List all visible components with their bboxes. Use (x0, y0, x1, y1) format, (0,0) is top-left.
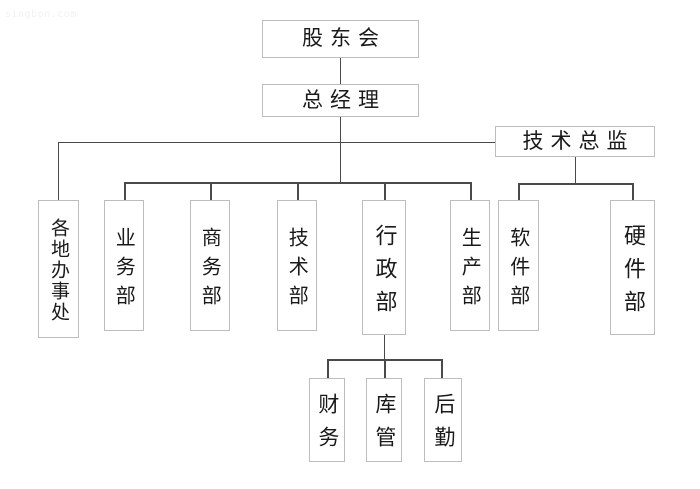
node-warehouse[interactable]: 库管 (366, 378, 402, 462)
node-local-offices[interactable]: 各地办事处 (38, 200, 79, 338)
edge-drop-production-dept (470, 182, 472, 200)
edge-shareholders-to-general-manager (340, 58, 341, 84)
node-shareholders[interactable]: 股东会 (262, 20, 419, 58)
node-tech-director[interactable]: 技术总监 (495, 126, 655, 157)
node-logistics[interactable]: 后勤 (424, 378, 462, 462)
node-business-dept[interactable]: 业务部 (104, 200, 144, 331)
edge-drop-hardware-dept (632, 183, 634, 200)
node-hardware-dept[interactable]: 硬件部 (610, 200, 655, 335)
node-commerce-dept[interactable]: 商务部 (190, 200, 230, 331)
edge-drop-finance (327, 359, 329, 378)
node-software-dept[interactable]: 软件部 (498, 200, 539, 331)
node-production-dept[interactable]: 生产部 (450, 200, 490, 331)
edge-drop-software-dept (518, 183, 520, 200)
edge-drop-logistics (441, 359, 443, 378)
node-admin-dept[interactable]: 行政部 (362, 200, 406, 335)
edge-drop-warehouse (384, 359, 386, 378)
edge-drop-admin-dept (384, 182, 386, 200)
edge-drop-tech-dept (297, 182, 299, 200)
node-general-manager[interactable]: 总经理 (262, 84, 419, 117)
edge-general-manager-lower-stem (340, 142, 341, 183)
node-tech-dept[interactable]: 技术部 (277, 200, 317, 331)
edge-drop-business-dept (124, 182, 126, 200)
edge-top-bus (58, 142, 495, 143)
edge-tech-director-bar (518, 183, 633, 185)
edge-admin-dept-stem (384, 335, 385, 360)
node-finance[interactable]: 财务 (309, 378, 345, 462)
edge-tech-director-stem (575, 157, 576, 184)
edge-drop-local-offices (58, 142, 59, 200)
edge-drop-commerce-dept (210, 182, 212, 200)
watermark-text: singbon.com (5, 9, 77, 20)
edge-general-manager-stem (340, 117, 341, 142)
